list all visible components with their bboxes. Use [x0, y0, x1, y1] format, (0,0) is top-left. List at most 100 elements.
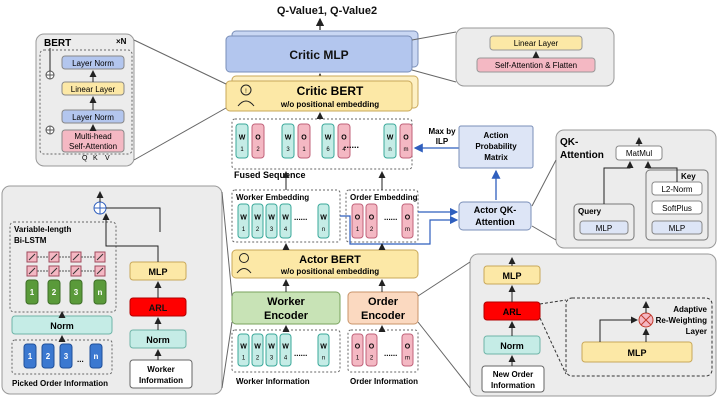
critic-attn-flatten-label: Self-Attention & Flatten [495, 61, 577, 70]
worker-info-token-last-letter: W [320, 343, 327, 350]
fused-token-7-index: m [404, 147, 409, 153]
bert-q-label: Q [82, 155, 88, 162]
left-norm2-label: Norm [146, 335, 170, 345]
picked-dots: ... [77, 355, 84, 364]
adaptive-reweighting-frame [565, 297, 713, 377]
left-norm-label: Norm [50, 321, 74, 331]
lstm-token-0-index: 1 [30, 288, 35, 297]
picked-token-2: 3 [59, 343, 73, 369]
critic-linear-layer-label: Linear Layer [514, 39, 559, 48]
worker-emb-token-2-letter: W [268, 214, 275, 221]
worker-info-token-1-letter: W [254, 343, 261, 350]
adaptive-mlp-label: MLP [628, 348, 647, 358]
bert-panel-link-1 [133, 39, 227, 85]
fused-sequence-label: Fused Sequence [234, 170, 306, 180]
worker-emb-token-1-letter: W [254, 214, 261, 221]
adaptive-mlp-box [581, 341, 693, 363]
fused-token-6-letter: W [387, 134, 394, 141]
bert-mha-line2: Self-Attention [69, 142, 117, 151]
apm-line3: Matrix [484, 153, 508, 162]
qk-panel-link-1 [531, 159, 557, 207]
worker-info-dots: ...... [294, 349, 307, 358]
bert-inner-box [39, 49, 133, 155]
lstm-cells [26, 251, 106, 277]
lstm-cell-glyph-0-3 [96, 253, 104, 261]
order-embedding-label: Order Embedding [350, 193, 418, 202]
qk-attention-panel [555, 129, 717, 249]
qk-arrows [603, 161, 678, 204]
worker-encoder-line2: Encoder [264, 310, 309, 322]
qk-l2norm-label: L2-Norm [661, 185, 692, 194]
actor-bert-subtitle: w/o positional embedding [280, 267, 379, 276]
worker-embedding-label: Worker Embedding [236, 193, 309, 202]
embedding-to-fused-arrows [282, 171, 386, 190]
bert-arrows [49, 48, 97, 131]
right-mlp-label: MLP [503, 271, 522, 281]
lstm-cell-glyph-0-1 [50, 253, 58, 261]
critic-bert-title: Critic BERT [297, 84, 364, 98]
fused-token-0: W1 [235, 123, 249, 159]
fused-token-4-letter: W [325, 134, 332, 141]
multiply-icon [638, 312, 654, 328]
lstm-cell-glyph-0-2 [72, 253, 80, 261]
worker-info-frame [231, 329, 341, 373]
worker-encoder-link-1 [221, 191, 233, 297]
qk-query-label: Query [578, 207, 602, 216]
action-probability-matrix [458, 125, 534, 169]
fused-token-2-index: 3 [286, 147, 290, 153]
fused-token-6: Wn [383, 123, 397, 159]
order-emb-token-1: O2 [365, 203, 378, 239]
order-emb-token-0-index: 1 [356, 227, 360, 233]
actor-qk-attention [458, 201, 532, 231]
lstm-cell-glyph-1-2 [72, 267, 80, 275]
qk-panel-link-2 [531, 225, 557, 241]
fused-token-2-letter: W [285, 134, 292, 141]
qk-matmul-label: MatMul [626, 149, 652, 158]
worker-emb-token-3: W4 [279, 203, 292, 239]
svg-text:!: ! [245, 89, 247, 95]
worker-info-token-2-letter: W [268, 343, 275, 350]
worker-emb-token-2-index: 3 [270, 227, 274, 233]
new-order-info-box [481, 365, 545, 393]
actor-qk-line1: Actor QK- [474, 205, 517, 215]
fused-token-3: O1 [297, 123, 311, 159]
picked-token-3-index: n [94, 352, 99, 361]
worker-emb-token-3-letter: W [282, 214, 289, 221]
lstm-token-0: 1 [25, 279, 39, 305]
worker-info-token-3: W4 [279, 333, 292, 367]
actor-bert-arrows [282, 243, 386, 250]
order-emb-token-1-letter: O [369, 214, 375, 221]
adaptive-arrows [599, 301, 650, 342]
critic-detail-link-2 [411, 69, 457, 83]
worker-emb-token-2: W3 [265, 203, 278, 239]
bert-mha-line1: Multi-head [74, 132, 111, 141]
worker-info-token-3-letter: W [282, 343, 289, 350]
fused-token-2: W3 [281, 123, 295, 159]
order-info-token-1-letter: O [369, 343, 375, 350]
fused-token-3-index: 1 [302, 147, 306, 153]
actor-qk-line2: Attention [475, 217, 515, 227]
worker-emb-token-0-index: 1 [242, 227, 246, 233]
fused-token-0-index: 1 [240, 147, 244, 153]
worker-info-token-0-letter: W [240, 343, 247, 350]
arl-zoom-link-2 [539, 317, 567, 375]
adaptive-line2: Re-Weighting [656, 316, 708, 325]
worker-info-token-last-index: n [322, 356, 325, 362]
fused-token-1-index: 2 [256, 147, 260, 153]
critic-mlp-box [225, 35, 413, 73]
lstm-token-2: 3 [69, 279, 83, 305]
fused-token-4-index: 6 [326, 147, 330, 153]
fused-token-0-letter: W [239, 134, 246, 141]
qk-title-line1: QK- [560, 137, 578, 148]
order-encoder-link-1 [417, 261, 471, 297]
bert-layer-norm-mid-label: Layer Norm [72, 113, 114, 122]
left-worker-info-box [129, 359, 193, 389]
fused-token-7: Om [399, 123, 413, 159]
left-worker-info-line1: Worker [147, 365, 174, 374]
q-value-title: Q-Value1, Q-Value2 [277, 5, 377, 17]
order-emb-token-0-letter: O [355, 214, 361, 221]
